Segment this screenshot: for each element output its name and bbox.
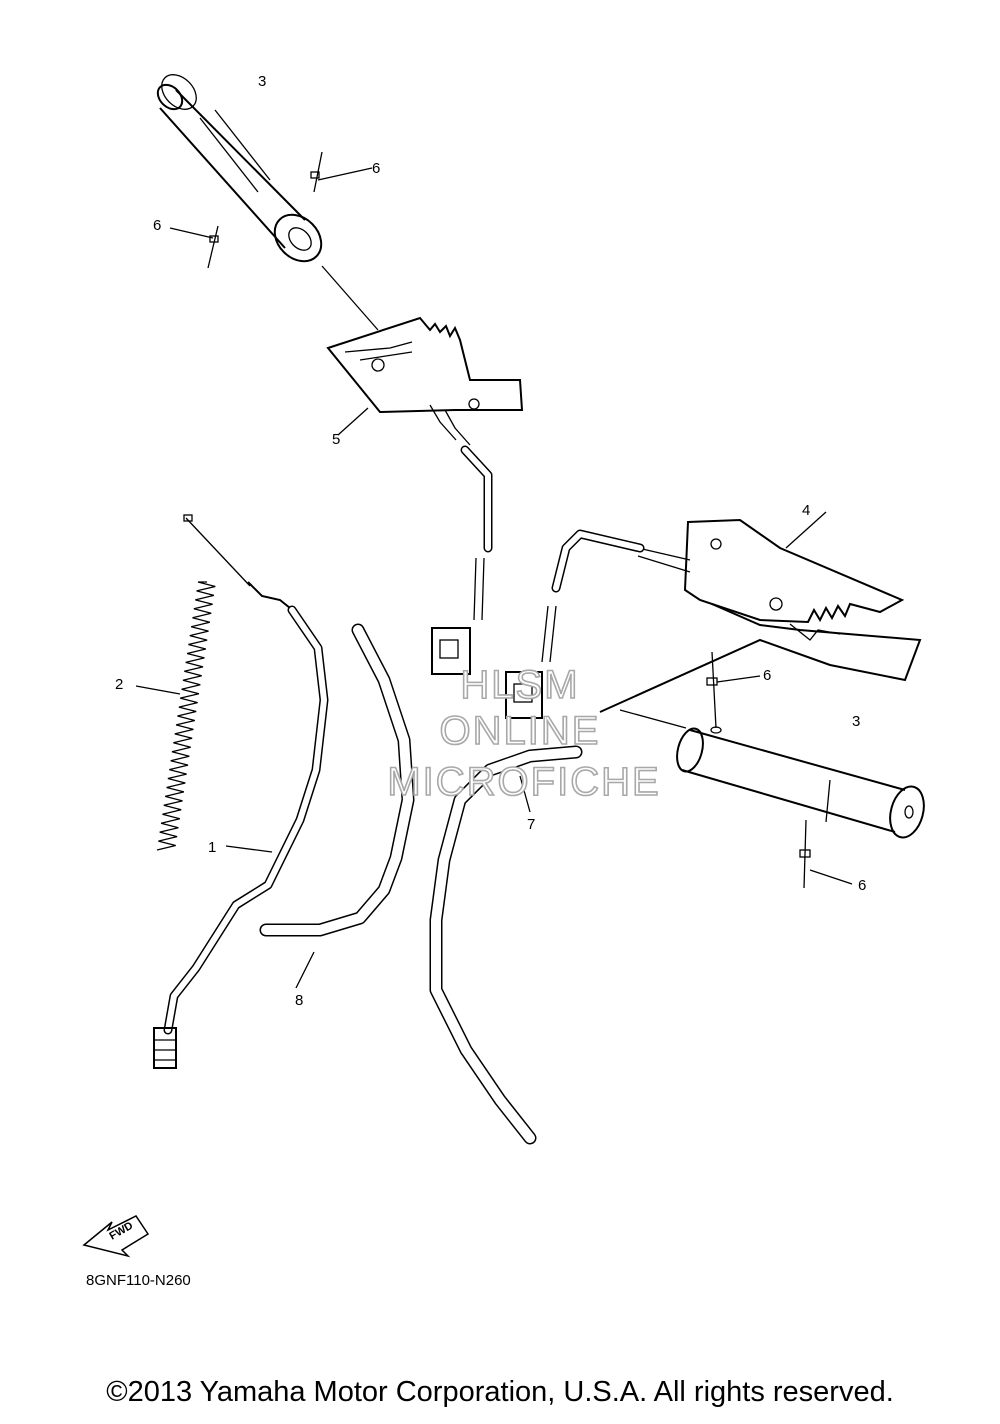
grip-heater-right[interactable] xyxy=(599,511,922,713)
rivet-right-top[interactable] xyxy=(706,651,761,729)
callout-rivet-top-right[interactable]: 6 xyxy=(372,160,380,177)
rivet-right-bottom[interactable] xyxy=(799,819,853,889)
callout-cable[interactable]: 1 xyxy=(208,839,216,856)
grip-right[interactable] xyxy=(619,709,929,841)
diagram-code: 8GNF110-N260 xyxy=(86,1272,191,1289)
hose-8[interactable] xyxy=(259,623,415,989)
callout-spring[interactable]: 2 xyxy=(115,676,123,693)
callout-grip-top[interactable]: 3 xyxy=(258,73,266,90)
callout-rivet-right-bottom[interactable]: 6 xyxy=(858,877,866,894)
heater-lead-right[interactable] xyxy=(505,529,645,719)
cable[interactable] xyxy=(153,514,329,1069)
heater-lead-left[interactable] xyxy=(431,445,493,675)
watermark-line3: MICROFICHE xyxy=(387,760,660,804)
callout-hose-8[interactable]: 8 xyxy=(295,992,303,1009)
grip-top[interactable] xyxy=(153,68,379,331)
callout-heater-left[interactable]: 5 xyxy=(332,431,340,448)
spring[interactable] xyxy=(135,581,216,851)
callout-rivet-right-top[interactable]: 6 xyxy=(763,667,771,684)
callout-rivet-top-left[interactable]: 6 xyxy=(153,217,161,234)
hose-7[interactable] xyxy=(429,745,583,1145)
watermark: HLSM ONLINE MICROFICHE xyxy=(387,662,660,805)
callout-grip-right[interactable]: 3 xyxy=(852,713,860,730)
grip-heater-left[interactable] xyxy=(326,316,524,446)
callout-heater-right[interactable]: 4 xyxy=(802,502,810,519)
watermark-line1: HLSM xyxy=(460,663,579,707)
rivet-top-right[interactable] xyxy=(310,151,373,193)
callout-hose-7[interactable]: 7 xyxy=(527,816,535,833)
watermark-line2: ONLINE xyxy=(440,709,601,753)
rivet-top-left[interactable] xyxy=(169,225,219,269)
copyright-footer: ©2013 Yamaha Motor Corporation, U.S.A. A… xyxy=(106,1376,894,1408)
fwd-arrow-icon: FWD xyxy=(82,1215,150,1258)
